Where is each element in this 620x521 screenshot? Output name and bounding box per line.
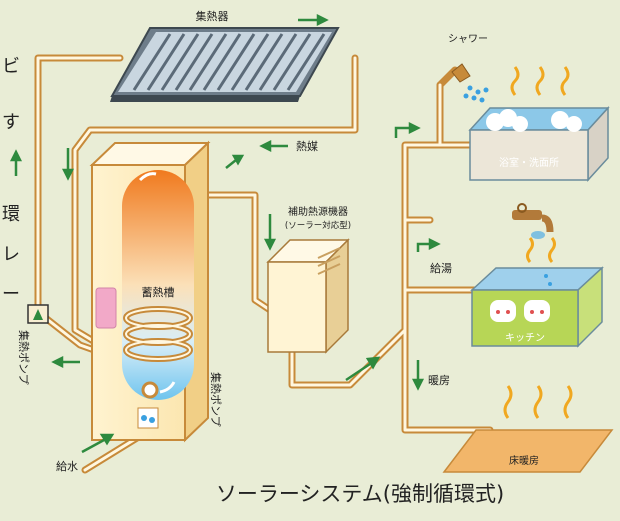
side-text-char: ー [2, 284, 20, 305]
aux-heater-sublabel: (ソーラー対応型) [285, 220, 351, 231]
floor-heating [442, 385, 614, 473]
arrow-down-icon [61, 148, 75, 181]
arrow-down-icon [263, 214, 277, 251]
aux-heater-label: 補助熱源機器 [288, 205, 348, 218]
arrow-upright-icon [225, 154, 245, 169]
heat-medium-label: 熱媒 [296, 140, 318, 153]
bathtub [468, 66, 610, 182]
storage-tank-label: 蓄熱槽 [142, 286, 175, 299]
side-text-char: す [2, 112, 20, 133]
bathroom-label: 浴室・洗面所 [499, 156, 559, 169]
storage-tank [89, 140, 211, 443]
arrow-up-icon [9, 149, 23, 176]
shower-head [451, 63, 489, 103]
arrow-left-icon [51, 355, 80, 369]
aux-heater [266, 238, 350, 354]
kitchen-label: キッチン [505, 332, 545, 344]
kitchen-sink [470, 237, 604, 348]
arrow-upright-icon [81, 433, 115, 454]
faucet [512, 203, 554, 239]
arrow-down-icon [411, 360, 425, 391]
pump-left-label: 集熱ポンプ [17, 330, 31, 385]
solar-collector [110, 27, 340, 102]
arrow-curve-icon [416, 242, 430, 252]
arrow-left-icon [259, 139, 288, 153]
side-text-char: レ [2, 244, 20, 265]
side-text-char: ビ [2, 56, 20, 77]
water-supply-label: 給水 [56, 459, 78, 473]
pump-left [27, 304, 49, 324]
diagram-title: ソーラーシステム(強制循環式) [215, 482, 505, 506]
collector-label: 集熱器 [196, 9, 229, 23]
heating-label: 暖房 [428, 374, 450, 387]
hot-water-supply-label: 給湯 [430, 261, 452, 275]
arrow-upright-icon [345, 356, 381, 382]
shower-label: シャワー [448, 34, 488, 45]
arrow-right-icon [298, 13, 329, 27]
flow-arrows [9, 13, 441, 454]
floor-heating-label: 床暖房 [509, 454, 539, 467]
arrow-curve-icon [394, 126, 410, 138]
side-text-char: 環 [2, 204, 20, 225]
pump-right-label: 集熱ポンプ [209, 372, 223, 427]
